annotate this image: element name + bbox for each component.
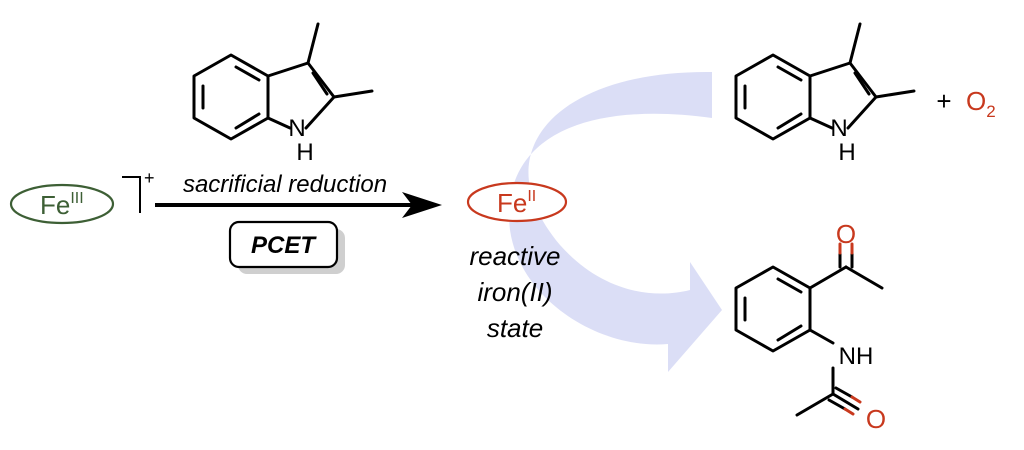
iron3-charge: + [144, 168, 155, 188]
product-nh-label: NH [839, 343, 874, 370]
state-line-1: reactive [469, 241, 560, 271]
svg-text:FeII: FeII [497, 188, 536, 218]
reaction-arrow: sacrificial reduction [155, 171, 442, 218]
plus-sign: + [936, 86, 951, 116]
carbonyl-bonds [827, 242, 862, 416]
substrate-indole [734, 22, 916, 141]
svg-text:FeIII: FeIII [40, 190, 84, 220]
ketone-oxygen: O [836, 219, 856, 249]
arrow-label-top: sacrificial reduction [183, 171, 387, 198]
state-line-3: state [487, 313, 543, 343]
substrate-n-label: N [830, 115, 847, 142]
state-line-2: iron(II) [477, 277, 552, 307]
oxygen-symbol: O [966, 86, 986, 116]
state-caption: reactive iron(II) state [469, 241, 560, 343]
substrate-h-label: H [838, 139, 855, 166]
iron2-oxidation: II [527, 188, 536, 205]
iron3-species: FeIII + [9, 168, 155, 225]
iron2-symbol: Fe [497, 188, 527, 218]
svg-text:O2: O2 [966, 86, 996, 121]
pcet-label: PCET [251, 232, 317, 259]
oxygen-subscript: 2 [986, 102, 995, 121]
amide-oxygen: O [866, 404, 886, 434]
cycle-arrow [509, 71, 722, 373]
iron2-species: FeII [466, 181, 568, 223]
product-molecule [734, 265, 884, 417]
reactant-indole [192, 22, 374, 141]
reactant-h-label: H [296, 139, 313, 166]
iron3-oxidation: III [70, 190, 83, 207]
reactant-n-label: N [288, 115, 305, 142]
pcet-box: PCET [228, 220, 345, 274]
iron3-symbol: Fe [40, 190, 70, 220]
